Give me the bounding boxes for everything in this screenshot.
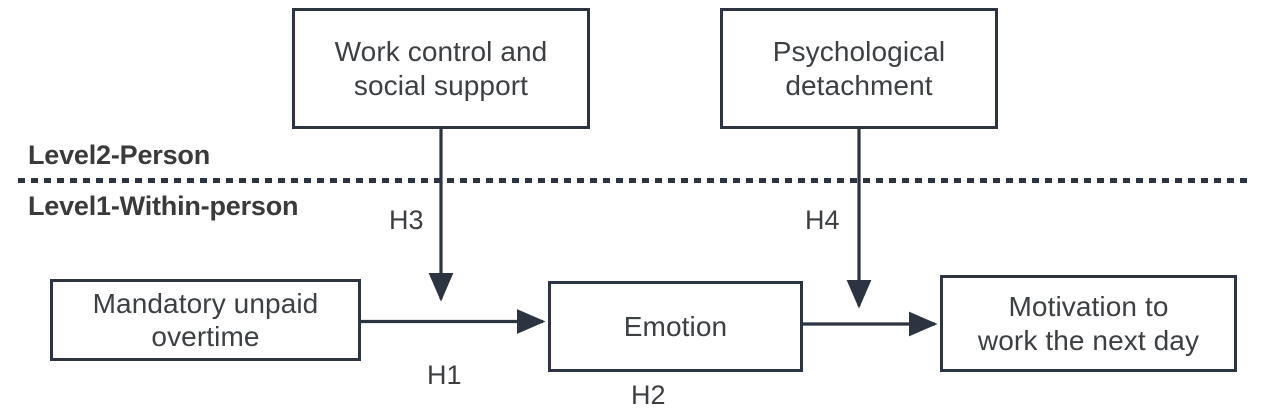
node-mandatory-unpaid-overtime-label: Mandatory unpaid overtime bbox=[92, 287, 319, 352]
node-work-control-and-social-support[interactable]: Work control and social support bbox=[292, 8, 590, 129]
level1-within-person-label: Level1-Within-person bbox=[28, 191, 299, 221]
node-emotion[interactable]: Emotion bbox=[548, 281, 803, 372]
edge-label-h4: H4 bbox=[805, 205, 840, 235]
edge-label-h3: H3 bbox=[389, 205, 424, 235]
node-psychological-detachment[interactable]: Psychological detachment bbox=[720, 8, 998, 129]
edge-label-h2: H2 bbox=[631, 380, 666, 410]
node-psychological-detachment-label: Psychological detachment bbox=[772, 36, 946, 101]
node-emotion-label: Emotion bbox=[623, 310, 728, 342]
edge-label-h1: H1 bbox=[427, 360, 462, 390]
node-mandatory-unpaid-overtime[interactable]: Mandatory unpaid overtime bbox=[50, 279, 361, 361]
level2-person-label: Level2-Person bbox=[28, 140, 210, 170]
node-motivation-to-work-the-next-day[interactable]: Motivation to work the next day bbox=[940, 275, 1237, 372]
node-work-control-label: Work control and social support bbox=[334, 36, 548, 101]
node-motivation-label: Motivation to work the next day bbox=[977, 291, 1200, 356]
